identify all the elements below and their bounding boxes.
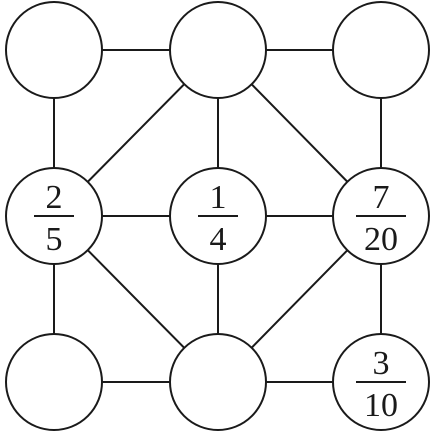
node-n21 bbox=[169, 333, 267, 431]
fraction-numerator: 1 bbox=[210, 179, 227, 216]
fraction-denominator: 10 bbox=[364, 387, 398, 424]
node-n11: 14 bbox=[169, 167, 267, 265]
fraction-denominator: 5 bbox=[46, 221, 63, 258]
fraction-numerator: 2 bbox=[46, 179, 63, 216]
node-circle bbox=[5, 1, 103, 99]
fraction-denominator: 4 bbox=[210, 221, 227, 258]
node-n00 bbox=[5, 1, 103, 99]
fraction-denominator: 20 bbox=[364, 221, 398, 258]
node-circle bbox=[332, 1, 430, 99]
node-n12: 720 bbox=[332, 167, 430, 265]
fraction-numerator: 3 bbox=[373, 345, 390, 382]
node-n10: 25 bbox=[5, 167, 103, 265]
node-n02 bbox=[332, 1, 430, 99]
fraction-numerator: 7 bbox=[373, 179, 390, 216]
node-n22: 310 bbox=[332, 333, 430, 431]
node-n20 bbox=[5, 333, 103, 431]
node-circle bbox=[169, 1, 267, 99]
node-n01 bbox=[169, 1, 267, 99]
node-circle bbox=[169, 333, 267, 431]
node-circle bbox=[5, 333, 103, 431]
